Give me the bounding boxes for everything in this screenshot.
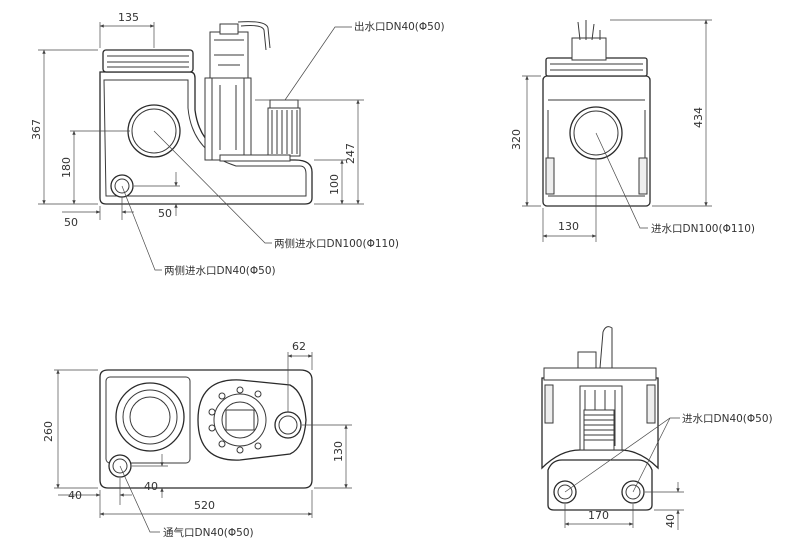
pump-lines xyxy=(211,78,245,160)
top-lid-ring xyxy=(115,382,185,452)
dim-434: 434 xyxy=(692,107,705,128)
dim-130-side: 130 xyxy=(558,220,579,233)
dim-180: 180 xyxy=(60,157,73,178)
pump-handle xyxy=(219,23,239,35)
top-view: 62 260 130 40 40 520 通气口DN40(Φ50) xyxy=(42,340,352,539)
label-side-inlet-dn100: 两侧进水口DN100(Φ110) xyxy=(274,237,399,250)
back-lid xyxy=(543,367,657,381)
front-view: 135 367 180 247 100 50 50 出水口DN40(Φ50) 两… xyxy=(30,11,445,277)
dim-520: 520 xyxy=(194,499,215,512)
side-rib-right xyxy=(638,157,648,195)
filter-cap xyxy=(269,99,299,109)
dim-40-mid: 40 xyxy=(144,480,158,493)
dim-320: 320 xyxy=(510,129,523,150)
side-rib-left xyxy=(545,157,555,195)
side-pump-top xyxy=(571,37,607,61)
dim-247: 247 xyxy=(344,143,357,164)
filter-bars xyxy=(271,110,298,154)
dim-62: 62 xyxy=(292,340,306,353)
dim-170: 170 xyxy=(588,509,609,522)
label-inlet-dn40: 进水口DN40(Φ50) xyxy=(682,413,773,425)
tank-lid xyxy=(102,49,194,73)
lid-ribs xyxy=(107,55,189,68)
dim-40-back: 40 xyxy=(664,514,677,528)
filter-basket xyxy=(267,107,301,157)
pump-cable xyxy=(237,21,271,51)
top-pump-motor xyxy=(213,393,267,447)
back-view: 170 40 进水口DN40(Φ50) xyxy=(541,326,773,530)
dim-50-small: 50 xyxy=(158,207,172,220)
back-cable xyxy=(599,326,613,369)
side-cable xyxy=(577,20,601,41)
label-side-inlet-dn40: 两侧进水口DN40(Φ50) xyxy=(164,264,276,277)
pump-base xyxy=(219,154,291,162)
side-lid xyxy=(545,57,648,77)
dim-40-left: 40 xyxy=(68,489,82,502)
dim-50-left: 50 xyxy=(64,216,78,229)
label-inlet-dn100: 进水口DN100(Φ110) xyxy=(651,223,755,235)
dim-260: 260 xyxy=(42,421,55,442)
side-tank-lines xyxy=(548,99,645,197)
dim-135: 135 xyxy=(118,11,139,24)
side-view: 320 434 130 进水口DN100(Φ110) xyxy=(510,19,755,242)
dim-130-top: 130 xyxy=(332,441,345,462)
tank-inner-outline xyxy=(103,79,307,197)
motor-lines xyxy=(214,39,244,66)
label-vent-dn40: 通气口DN40(Φ50) xyxy=(163,526,254,539)
dim-100: 100 xyxy=(328,174,341,195)
label-outlet-dn40: 出水口DN40(Φ50) xyxy=(354,20,445,33)
dim-367: 367 xyxy=(30,119,43,140)
